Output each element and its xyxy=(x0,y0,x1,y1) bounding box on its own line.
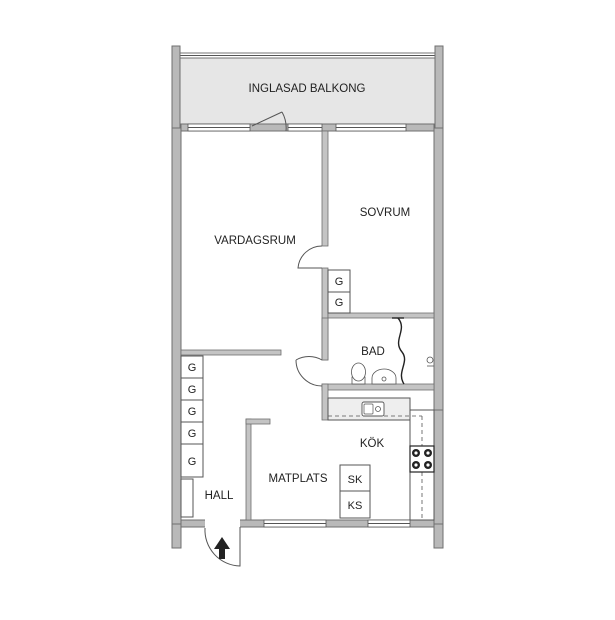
outer-walls xyxy=(171,123,444,549)
wardrobes-bedroom xyxy=(327,269,351,314)
bathroom-fixtures xyxy=(351,317,434,385)
room-label-kitchen: KÖK xyxy=(360,438,385,450)
wall-kitchen-stub xyxy=(321,383,329,421)
stove-icon xyxy=(409,445,435,473)
wardrobe-labels: G G G G G G G xyxy=(188,276,344,468)
door-bath xyxy=(295,359,323,387)
wall-right-lower xyxy=(433,409,444,525)
wall-left-stub xyxy=(171,523,182,549)
wardrobe-label: G xyxy=(335,297,344,309)
doors xyxy=(204,245,323,567)
sink-icon xyxy=(361,401,385,417)
wall-living-bottom xyxy=(180,349,282,356)
door-living-hall xyxy=(295,356,323,361)
freezer xyxy=(339,490,371,519)
wardrobe-label: G xyxy=(335,276,344,288)
wall-bath-bottom xyxy=(321,383,435,391)
balcony-floor xyxy=(179,55,436,129)
balcony-door xyxy=(251,111,287,132)
door-living-bedroom xyxy=(297,245,323,269)
wardrobe-label: G xyxy=(188,384,197,396)
entrance-arrow-icon xyxy=(214,537,230,559)
hat-shelf xyxy=(180,478,194,518)
wardrobe-label: G xyxy=(188,406,197,418)
wall-bath-left xyxy=(321,317,329,361)
wall-left xyxy=(171,127,182,525)
wall-dining-top xyxy=(245,418,271,425)
entrance-opening xyxy=(205,519,240,528)
wall-living-bedroom xyxy=(321,130,329,247)
fridge-label: SK xyxy=(348,474,363,486)
wall-right-stub xyxy=(433,523,444,549)
room-label-bathroom: BAD xyxy=(361,346,385,358)
wardrobe-label: G xyxy=(188,428,197,440)
kitchen-fixtures: SK KS xyxy=(327,397,435,521)
interior-walls xyxy=(180,130,435,521)
wardrobe xyxy=(180,443,204,478)
room-label-balcony: INGLASAD BALKONG xyxy=(249,83,366,95)
room-label-bedroom: SOVRUM xyxy=(360,207,410,219)
washbasin-icon xyxy=(371,368,397,385)
wall-bedroom-bath xyxy=(327,312,435,319)
room-label-dining: MATPLATS xyxy=(269,473,328,485)
wardrobes-hall xyxy=(180,355,204,518)
balcony-side-wall-right xyxy=(434,45,444,129)
room-label-hall: HALL xyxy=(205,490,234,502)
balcony xyxy=(171,45,444,129)
shower-icon xyxy=(392,317,434,385)
wall-right-upper xyxy=(433,127,444,411)
room-labels: INGLASAD BALKONG VARDAGSRUM SOVRUM BAD K… xyxy=(205,83,411,502)
wardrobe-label: G xyxy=(188,362,197,374)
wardrobe-label: G xyxy=(188,456,197,468)
wardrobe xyxy=(327,291,351,314)
freezer-label: KS xyxy=(348,500,363,512)
balcony-side-wall-left xyxy=(171,45,181,129)
room-label-living: VARDAGSRUM xyxy=(214,235,296,247)
toilet-icon xyxy=(351,362,366,385)
wall-dining-hall xyxy=(245,418,252,521)
door-entrance xyxy=(204,527,241,567)
